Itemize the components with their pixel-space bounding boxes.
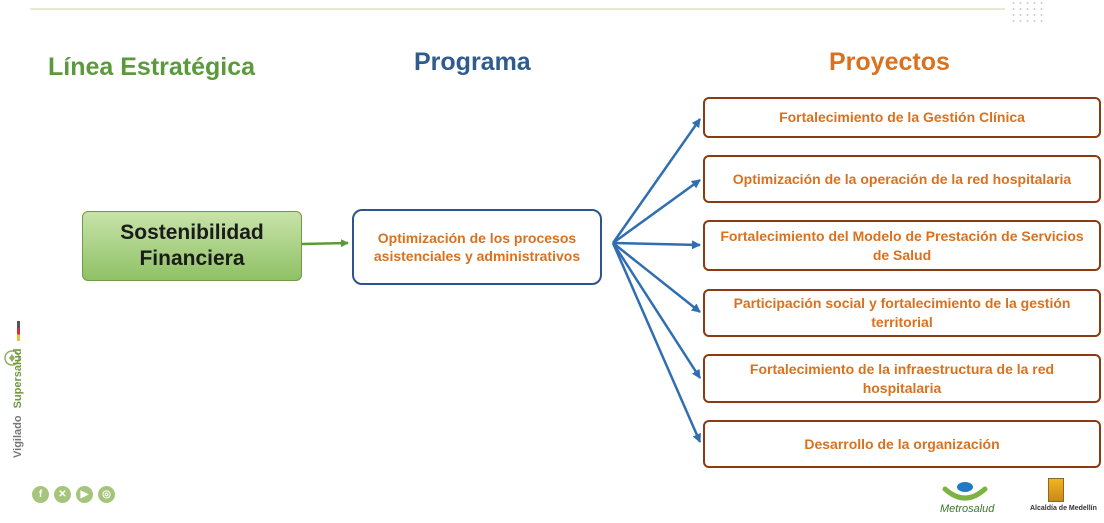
header-programa: Programa <box>414 48 531 76</box>
header-proyectos: Proyectos <box>829 48 950 76</box>
proyecto-box-1: Fortalecimiento de la Gestión Clínica <box>703 97 1101 138</box>
supersalud-label: Supersalud <box>12 348 24 409</box>
arrow-to-proyecto-5 <box>611 242 702 379</box>
proyecto-box-4: Participación social y fortalecimiento d… <box>703 289 1101 337</box>
proyecto-text: Optimización de la operación de la red h… <box>732 170 1072 187</box>
proyecto-text: Desarrollo de la organización <box>804 435 1000 452</box>
alcaldia-label: Alcaldía de Medellín <box>1030 505 1097 512</box>
header-linea-estrategica: Línea Estratégica <box>48 53 256 81</box>
top-divider <box>30 8 1005 10</box>
linea-estrategica-box: Sostenibilidad Financiera <box>82 211 302 281</box>
facebook-icon[interactable]: f <box>32 486 49 503</box>
vigilado-supersalud: Vigilado Supersalud <box>12 321 24 458</box>
youtube-icon[interactable]: ▶ <box>76 486 93 503</box>
vigilado-label: Vigilado <box>12 415 24 458</box>
arrow-to-proyecto-1 <box>611 118 702 244</box>
programa-box-text: Optimización de los procesos asistencial… <box>373 230 581 264</box>
arrow-linea-to-programa <box>301 239 349 248</box>
proyecto-text: Fortalecimiento de la infraestructura de… <box>749 360 1055 396</box>
corner-dot-pattern <box>1010 0 1044 24</box>
proyecto-box-6: Desarrollo de la organización <box>703 420 1101 468</box>
proyecto-box-5: Fortalecimiento de la infraestructura de… <box>703 354 1101 403</box>
proyecto-box-2: Optimización de la operación de la red h… <box>703 155 1101 203</box>
proyecto-text: Fortalecimiento del Modelo de Prestación… <box>720 227 1084 263</box>
proyecto-text: Participación social y fortalecimiento d… <box>733 295 1071 330</box>
proyecto-box-3: Fortalecimiento del Modelo de Prestación… <box>703 220 1101 271</box>
proyecto-text: Fortalecimiento de la Gestión Clínica <box>779 109 1025 125</box>
programa-box: Optimización de los procesos asistencial… <box>352 209 602 285</box>
linea-box-line2: Financiera <box>139 247 245 270</box>
colombia-flag-icon <box>16 321 20 342</box>
metrosalud-label: Metrosalud <box>940 503 995 515</box>
alcaldia-shield-icon <box>1048 478 1064 502</box>
linea-box-line1: Sostenibilidad <box>120 221 264 244</box>
social-icons: f ✕ ▶ ◎ <box>32 486 115 503</box>
arrow-to-proyecto-4 <box>612 242 701 313</box>
metrosalud-logo-icon <box>942 482 988 501</box>
arrow-to-proyecto-6 <box>611 242 702 443</box>
supersalud-seal-icon <box>4 350 20 366</box>
arrow-to-proyecto-2 <box>612 178 701 245</box>
instagram-icon[interactable]: ◎ <box>98 486 115 503</box>
arrow-to-proyecto-3 <box>612 240 701 250</box>
x-icon[interactable]: ✕ <box>54 486 71 503</box>
